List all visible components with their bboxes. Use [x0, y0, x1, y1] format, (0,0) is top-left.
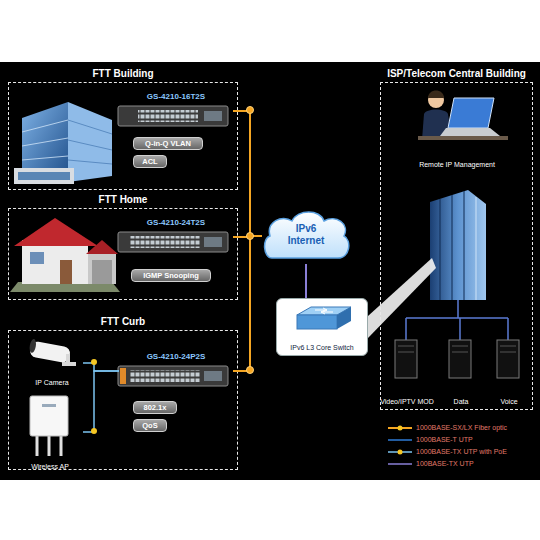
server-node: Data [438, 336, 484, 406]
node-label: GS-4210-16T2S [119, 92, 233, 102]
legend-text: 1000BASE-SX/LX Fiber optic [416, 423, 507, 432]
site-section: FTT BuildingGS-4210-16T2SQ-in-Q VLANACL [8, 82, 238, 190]
server-node: Video/IPTV MOD [382, 336, 432, 406]
node-label: 802.1x [134, 402, 176, 413]
site-section: FTT HomeGS-4210-24T2SIGMP Snooping [8, 208, 238, 300]
connector [233, 236, 262, 237]
switch-device [118, 106, 228, 126]
feature-tag: IGMP Snooping [131, 269, 211, 282]
camera-illustration [29, 339, 76, 366]
node-label: Voice [478, 398, 540, 406]
connector [233, 111, 262, 236]
node-label: ACL [134, 156, 166, 167]
node-label: IP Camera [13, 379, 91, 387]
switch-device [118, 232, 228, 252]
wireless-ap: Wireless AP [17, 393, 83, 471]
feature-tag: 802.1x [133, 401, 177, 414]
server-illustration [395, 340, 519, 378]
node-label: Video/IPTV MOD [374, 398, 440, 406]
feature-tag: ACL [133, 155, 167, 168]
node-label: IGMP Snooping [132, 270, 210, 281]
legend-text: 1000BASE-TX UTP with PoE [416, 447, 507, 456]
ip-camera: IP Camera [21, 339, 83, 387]
node-label: GS-4210-24T2S [119, 218, 233, 228]
server-tree-lines [406, 300, 508, 340]
legend-samples [388, 426, 412, 465]
node-label: QoS [134, 420, 166, 431]
operator-illustration [418, 91, 508, 141]
section-title: FTT Curb [0, 316, 249, 328]
section-title: ISP/Telecom Central Building [369, 68, 540, 80]
core-switch: IPv6 L3 Core Switch [276, 298, 368, 356]
office-building [14, 102, 112, 184]
access-point-illustration [30, 396, 68, 456]
house [10, 218, 120, 292]
feature-tag: Q-in-Q VLAN [133, 137, 203, 150]
connector [305, 264, 307, 298]
central-office-tower [430, 190, 486, 300]
connector [233, 236, 262, 371]
node-label: IPv6 L3 Core Switch [277, 344, 367, 352]
legend-text: 100BASE-TX UTP [416, 459, 474, 468]
switch-node: GS-4210-24T2S [119, 217, 233, 257]
node-label: Data [430, 398, 492, 406]
connector [83, 363, 119, 371]
switch-node: GS-4210-16T2S [119, 91, 233, 131]
node-label: Remote IP Management [393, 161, 521, 169]
section-title: FTT Home [0, 194, 249, 206]
node-label: Q-in-Q VLAN [134, 138, 202, 149]
section-title: FTT Building [0, 68, 249, 80]
switch-node: GS-4210-24P2S [119, 351, 233, 391]
site-section: FTT CurbIP CameraWireless APGS-4210-24P2… [8, 330, 238, 470]
dark-panel [0, 62, 540, 480]
node-label: IPv6 Internet [280, 223, 332, 247]
core-switch-icon [293, 305, 353, 339]
feature-tag: QoS [133, 419, 167, 432]
callout-wedge [368, 258, 436, 338]
connector [83, 371, 119, 432]
poe-switch-device [118, 366, 228, 386]
remote-management: Remote IP Management [401, 89, 513, 169]
node-label: Wireless AP [9, 463, 91, 471]
server-node: Voice [486, 336, 532, 406]
site-section: ISP/Telecom Central BuildingRemote IP Ma… [380, 82, 533, 410]
legend-text: 1000BASE-T UTP [416, 435, 473, 444]
internet-cloud: IPv6 Internet [262, 208, 350, 264]
node-label: GS-4210-24P2S [119, 352, 233, 362]
